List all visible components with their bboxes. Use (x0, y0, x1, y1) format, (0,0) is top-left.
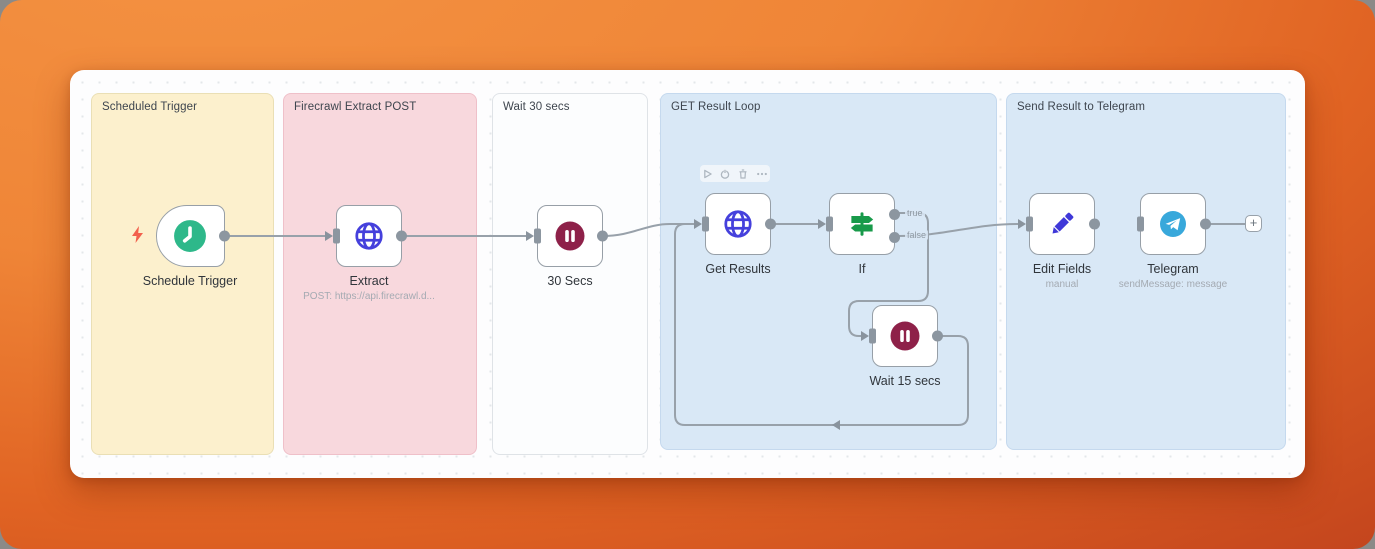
node-label: Get Results (705, 262, 771, 276)
input-port (1137, 216, 1144, 232)
pause-icon (890, 321, 920, 351)
group-firecrawl-extract-post[interactable]: Firecrawl Extract POST (283, 93, 477, 455)
output-port[interactable] (218, 230, 230, 242)
output-port-true[interactable] (889, 208, 900, 220)
more-options-icon[interactable] (756, 169, 768, 179)
workflow-canvas[interactable]: Scheduled Trigger Firecrawl Extract POST… (70, 70, 1305, 478)
globe-icon (355, 222, 383, 250)
group-title: Send Result to Telegram (1017, 101, 1146, 113)
output-port-false[interactable] (889, 231, 900, 243)
node-subtitle: sendMessage: message (1118, 279, 1228, 290)
group-send-result-to-telegram[interactable]: Send Result to Telegram (1006, 93, 1286, 450)
output-port[interactable] (1089, 218, 1100, 230)
pause-icon (555, 221, 585, 251)
node-label: Telegram (1147, 262, 1199, 276)
trash-icon[interactable] (738, 168, 748, 179)
node-subtitle: manual (1045, 279, 1079, 290)
group-title: Firecrawl Extract POST (294, 101, 417, 113)
power-icon[interactable] (720, 169, 730, 179)
input-port (1026, 216, 1033, 232)
node-label: If (858, 262, 866, 276)
node-label: Extract (349, 274, 389, 288)
input-port (333, 228, 340, 244)
trigger-bolt-icon (132, 226, 143, 243)
globe-icon (724, 210, 752, 238)
output-label-true: true (905, 208, 925, 218)
output-port[interactable] (932, 330, 943, 342)
group-wait-30-secs[interactable]: Wait 30 secs (492, 93, 648, 455)
node-label: Wait 15 secs (869, 374, 941, 388)
node-extract[interactable]: Extract POST: https://api.firecrawl.d... (289, 205, 449, 302)
output-port[interactable] (765, 218, 776, 230)
node-wait-30-secs[interactable]: 30 Secs (490, 205, 650, 288)
output-port[interactable] (1200, 218, 1211, 230)
add-node-button[interactable]: + (1245, 215, 1262, 232)
node-toolbar (700, 165, 770, 182)
node-wait-15-secs[interactable]: Wait 15 secs (825, 305, 985, 388)
telegram-icon (1160, 211, 1186, 237)
group-title: Wait 30 secs (503, 101, 570, 113)
group-title: GET Result Loop (671, 101, 761, 113)
node-edit-fields[interactable]: Edit Fields manual (982, 193, 1142, 290)
output-port[interactable] (396, 230, 407, 242)
output-port[interactable] (597, 230, 608, 242)
signpost-icon (850, 212, 874, 236)
pencil-icon (1052, 212, 1074, 234)
node-label: Schedule Trigger (142, 274, 238, 288)
node-subtitle: POST: https://api.firecrawl.d... (303, 291, 435, 302)
node-label: 30 Secs (547, 274, 593, 288)
input-port (702, 216, 709, 232)
node-schedule-trigger[interactable]: Schedule Trigger (110, 205, 270, 288)
input-port (869, 328, 876, 344)
node-label: Edit Fields (1032, 262, 1092, 276)
play-icon[interactable] (703, 169, 712, 179)
group-scheduled-trigger[interactable]: Scheduled Trigger (91, 93, 274, 455)
group-title: Scheduled Trigger (102, 101, 198, 113)
output-label-false: false (905, 230, 929, 240)
input-port (826, 216, 833, 232)
node-telegram[interactable]: Telegram sendMessage: message (1093, 193, 1253, 290)
clock-icon (174, 220, 206, 252)
input-port (534, 228, 541, 244)
